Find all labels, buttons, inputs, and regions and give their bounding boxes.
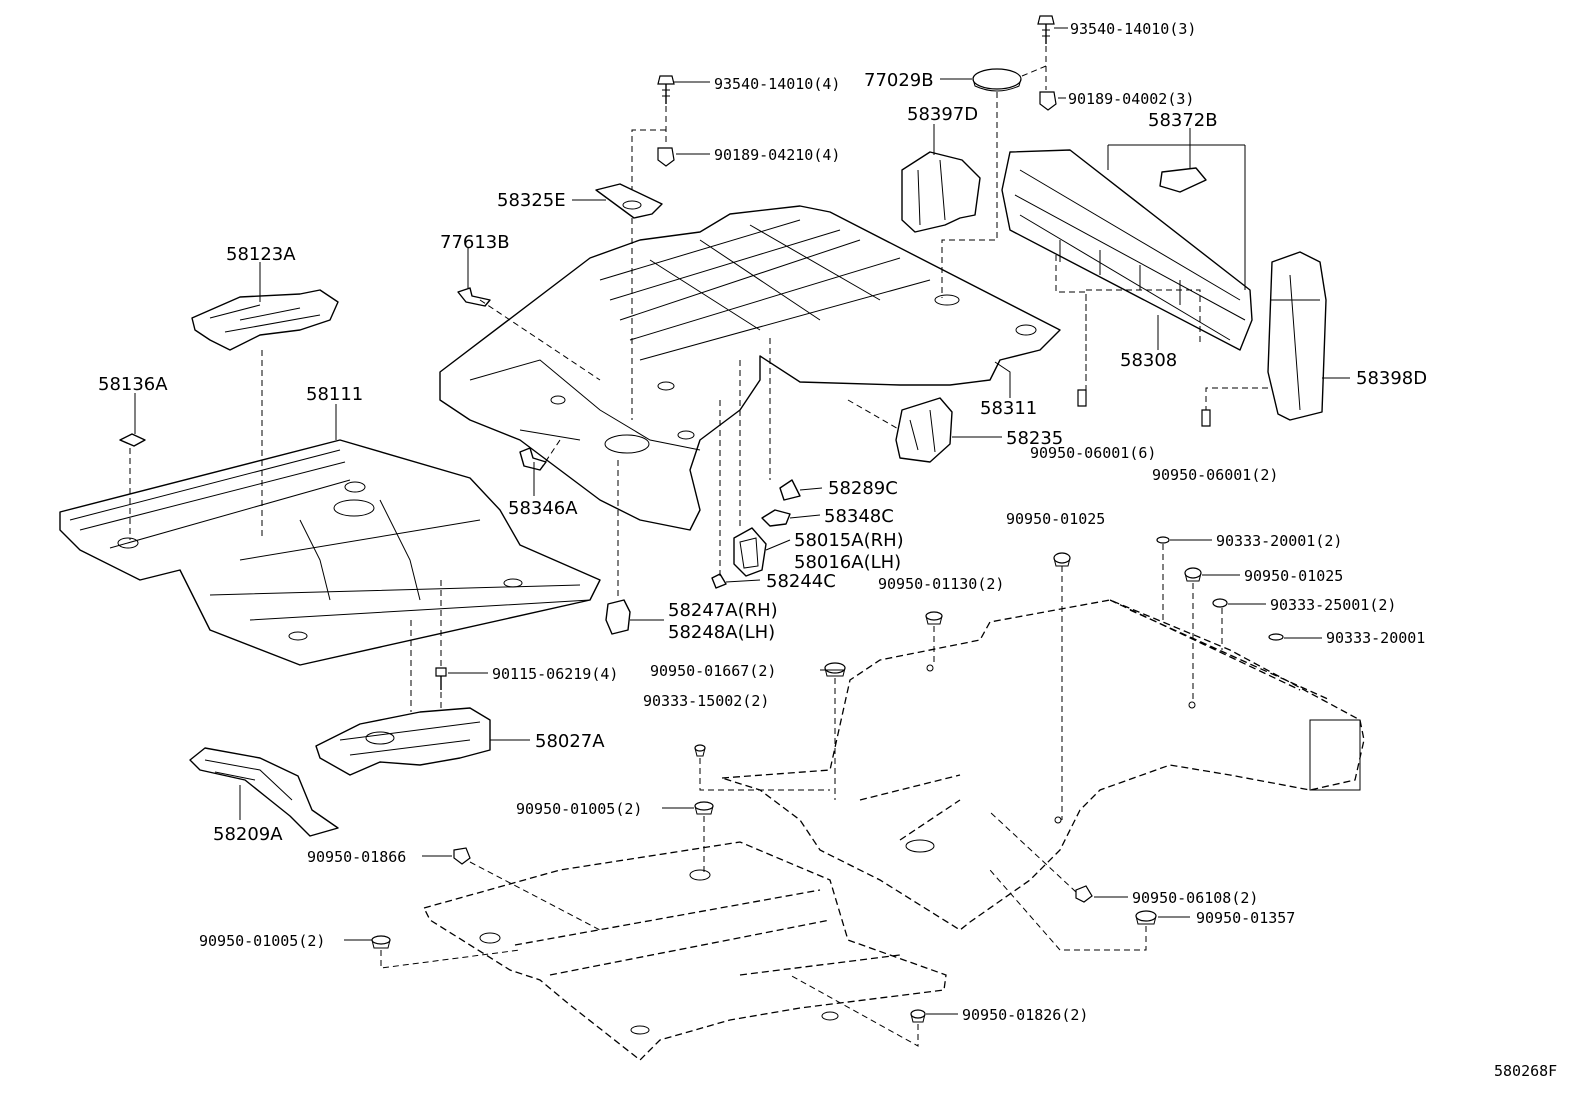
- label-90950-01005-2b: 90950-01005(2): [199, 932, 325, 950]
- label-58027A: 58027A: [535, 731, 605, 752]
- label-58248A: 58248A(LH): [668, 622, 775, 643]
- plug-90333-20001[interactable]: [1268, 633, 1284, 641]
- bracket-77613B[interactable]: [457, 287, 491, 307]
- label-58136A: 58136A: [98, 374, 168, 395]
- label-58325E: 58325E: [497, 190, 566, 211]
- plug-90333-15002-2[interactable]: [694, 744, 706, 757]
- label-90333-15002-2: 90333-15002(2): [643, 692, 769, 710]
- rear-panel-58308[interactable]: [1001, 149, 1253, 351]
- rear-floor-pan-58311[interactable]: [439, 205, 1061, 531]
- label-58015A: 58015A(RH): [794, 530, 904, 551]
- label-93540-14010-3: 93540-14010(3): [1070, 20, 1196, 38]
- label-90333-20001: 90333-20001: [1326, 629, 1425, 647]
- label-90189-04002-3: 90189-04002(3): [1068, 90, 1194, 108]
- bracket-58372B[interactable]: [1159, 167, 1207, 193]
- clip-58244C[interactable]: [711, 573, 727, 589]
- bracket-58398D[interactable]: [1267, 251, 1327, 421]
- bolt-93540-14010-3[interactable]: [1037, 15, 1055, 44]
- part-labels: 93540-14010(3) 77029B 93540-14010(4) 901…: [98, 20, 1557, 1080]
- label-58372B: 58372B: [1148, 110, 1218, 131]
- member-58209A[interactable]: [189, 747, 339, 837]
- front-floor-pan-58111[interactable]: [59, 439, 601, 666]
- tape-90950-06001-2[interactable]: [1201, 409, 1211, 427]
- label-90950-01025-b: 90950-01025: [1244, 567, 1343, 585]
- label-58209A: 58209A: [213, 824, 283, 845]
- label-58247A: 58247A(RH): [668, 600, 778, 621]
- label-58348C: 58348C: [824, 506, 894, 527]
- bracket-58247A-58248A[interactable]: [605, 599, 631, 635]
- label-90333-25001-2: 90333-25001(2): [1270, 596, 1396, 614]
- label-90189-04210-4: 90189-04210(4): [714, 146, 840, 164]
- plate-58325E[interactable]: [595, 183, 663, 219]
- bracket-58123A[interactable]: [191, 289, 339, 351]
- label-58244C: 58244C: [766, 571, 836, 592]
- assembly-lines: [129, 46, 1268, 1047]
- plug-90950-01826-2[interactable]: [910, 1009, 926, 1023]
- label-90115-06219-4: 90115-06219(4): [492, 665, 618, 683]
- label-90950-06001-6: 90950-06001(6): [1030, 444, 1156, 462]
- clip-58136A[interactable]: [119, 433, 146, 447]
- plug-90950-06108-2[interactable]: [1075, 885, 1093, 903]
- plug-77029B[interactable]: [972, 68, 1022, 92]
- bracket-58015A-58016A[interactable]: [733, 527, 767, 577]
- label-58289C: 58289C: [828, 478, 898, 499]
- member-58027A[interactable]: [315, 707, 491, 776]
- leader-lines: [134, 27, 1350, 1015]
- front-floor-carpet[interactable]: [423, 841, 947, 1061]
- label-90950-06001-2: 90950-06001(2): [1152, 466, 1278, 484]
- bracket-58397D[interactable]: [901, 151, 981, 233]
- clip-58346A[interactable]: [519, 447, 547, 471]
- label-90950-01357: 90950-01357: [1196, 909, 1295, 927]
- nut-90189-04210-4[interactable]: [657, 147, 675, 167]
- label-58308: 58308: [1120, 350, 1177, 371]
- label-90950-01667-2: 90950-01667(2): [650, 662, 776, 680]
- label-58398D: 58398D: [1356, 368, 1427, 389]
- label-90950-01005-2a: 90950-01005(2): [516, 800, 642, 818]
- label-90950-06108-2: 90950-06108(2): [1132, 889, 1258, 907]
- plug-90950-01005-2b[interactable]: [371, 935, 391, 949]
- label-58235: 58235: [1006, 428, 1063, 449]
- bracket-58235[interactable]: [895, 397, 953, 463]
- label-58016A: 58016A(LH): [794, 552, 901, 573]
- rear-floor-carpet[interactable]: [721, 599, 1365, 931]
- plug-90950-01130-2[interactable]: [925, 611, 943, 625]
- label-93540-14010-4: 93540-14010(4): [714, 75, 840, 93]
- tape-90950-06001-6[interactable]: [1077, 389, 1087, 407]
- label-58123A: 58123A: [226, 244, 296, 265]
- label-77613B: 77613B: [440, 232, 510, 253]
- plug-90333-20001-2[interactable]: [1156, 536, 1170, 544]
- label-77029B: 77029B: [864, 70, 934, 91]
- clip-58348C[interactable]: [761, 509, 791, 527]
- label-58311: 58311: [980, 398, 1037, 419]
- diagram-id: 580268F: [1494, 1062, 1557, 1080]
- clip-58289C[interactable]: [779, 479, 801, 501]
- plug-90950-01005-2a[interactable]: [694, 801, 714, 815]
- plug-90950-01357[interactable]: [1135, 910, 1157, 925]
- label-90950-01866: 90950-01866: [307, 848, 406, 866]
- label-90333-20001-2: 90333-20001(2): [1216, 532, 1342, 550]
- label-90950-01826-2: 90950-01826(2): [962, 1006, 1088, 1024]
- label-90950-01130-2: 90950-01130(2): [878, 575, 1004, 593]
- label-58397D: 58397D: [907, 104, 978, 125]
- bolt-90115-06219-4[interactable]: [435, 667, 447, 690]
- plug-90950-01025-b[interactable]: [1184, 567, 1202, 582]
- nut-90189-04002-3[interactable]: [1039, 91, 1057, 111]
- label-58111: 58111: [306, 384, 363, 405]
- label-90950-01025-a: 90950-01025: [1006, 510, 1105, 528]
- plug-90950-01866[interactable]: [453, 847, 471, 865]
- bolt-93540-14010-4[interactable]: [657, 75, 675, 104]
- plug-90333-25001-2[interactable]: [1212, 598, 1228, 608]
- plug-90950-01025-a[interactable]: [1053, 552, 1071, 567]
- label-58346A: 58346A: [508, 498, 578, 519]
